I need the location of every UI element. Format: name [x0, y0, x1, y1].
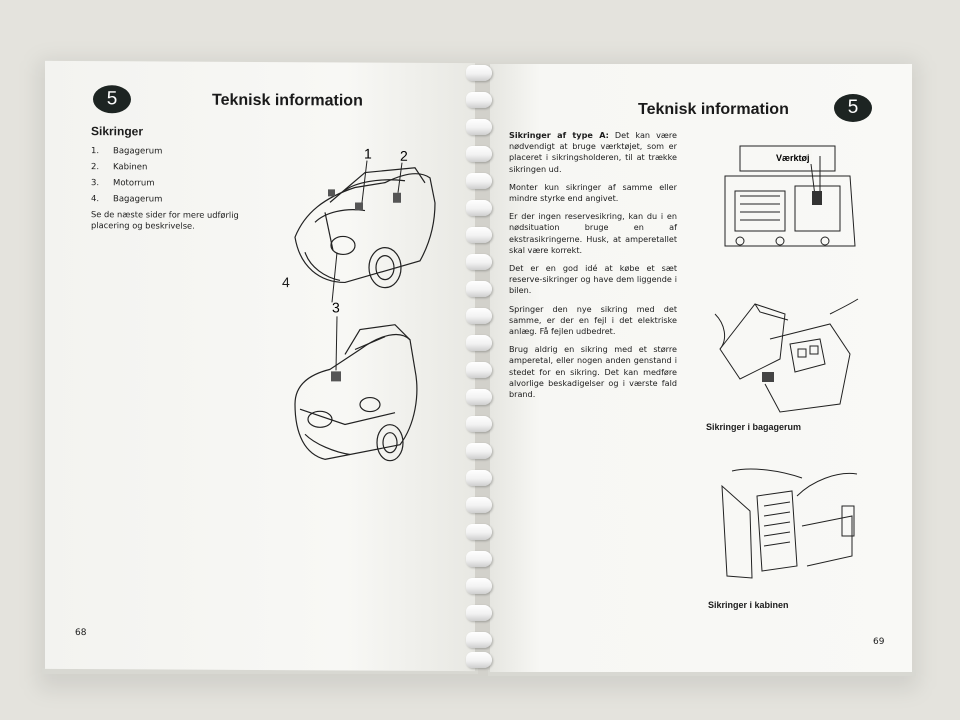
luggage-fuse-box-illustration — [714, 298, 859, 413]
binding-ring — [466, 335, 492, 351]
binding-ring — [466, 605, 492, 621]
paragraph: Springer den nye sikring med det samme, … — [509, 303, 677, 337]
binding-ring — [466, 119, 492, 135]
section-heading: Sikringer — [91, 124, 144, 139]
list-item: 3.Motorrum — [91, 178, 155, 189]
list-item: 1.Bagagerum — [91, 146, 163, 157]
binding-ring — [466, 470, 492, 486]
callout-4: 4 — [282, 274, 290, 291]
fuse-instructions: Sikringer af type A: Det kan være nødven… — [509, 130, 677, 407]
engine-fuse-box-illustration: Værktøj — [724, 145, 856, 247]
caption-cabin: Sikringer i kabinen — [708, 600, 789, 610]
paragraph: Brug aldrig en sikring med et større amp… — [509, 344, 677, 400]
binding-ring — [466, 281, 492, 297]
binding-ring — [466, 227, 492, 243]
binding-ring — [466, 200, 492, 216]
chapter-badge: 5 — [834, 94, 872, 122]
binding-ring — [466, 308, 492, 324]
paragraph: Det er en god idé at købe et sæt reserve… — [509, 263, 677, 296]
binding-ring — [466, 173, 492, 189]
spiral-binding — [462, 55, 502, 675]
chapter-badge: 5 — [93, 85, 131, 114]
binding-ring — [466, 65, 492, 81]
car-rear-illustration: 3 — [294, 299, 418, 462]
cabin-fuse-panel-illustration — [721, 468, 858, 579]
fuse-location-list: 1.Bagagerum 2.Kabinen 3.Motorrum 4.Bagag… — [91, 143, 162, 207]
list-item: 4.Bagagerum — [91, 194, 163, 205]
binding-ring — [466, 578, 492, 594]
binding-ring — [466, 92, 492, 108]
binding-ring — [466, 497, 492, 513]
left-page-stack-edge — [42, 668, 478, 674]
binding-ring — [466, 389, 492, 405]
binding-ring — [466, 524, 492, 540]
binding-ring — [466, 146, 492, 162]
car-front-illustration: 1 2 — [294, 146, 436, 303]
page-title: Teknisk information — [212, 91, 363, 110]
binding-ring — [466, 632, 492, 648]
paragraph: Er der ingen reservesikring, kan du i en… — [509, 211, 677, 255]
right-page: Teknisk information 5 Sikringer af type … — [490, 64, 912, 672]
page-title: Teknisk information — [638, 101, 789, 118]
binding-ring — [466, 652, 492, 668]
callout-3: 3 — [332, 299, 340, 315]
paragraph: Monter kun sikringer af samme eller mind… — [509, 181, 677, 204]
callout-1: 1 — [364, 146, 372, 162]
tool-label: Værktøj — [776, 153, 810, 163]
binding-ring — [466, 443, 492, 459]
binding-ring — [466, 416, 492, 432]
paragraph-type-a: Sikringer af type A: Det kan være nødven… — [509, 130, 677, 174]
right-page-stack-edge — [488, 670, 916, 676]
callout-2: 2 — [400, 148, 408, 164]
page-number: 69 — [873, 637, 885, 647]
binding-ring — [466, 362, 492, 378]
binding-ring — [466, 254, 492, 270]
reference-note: Se de næste sider for mere udførlig plac… — [91, 209, 239, 231]
list-item: 2.Kabinen — [91, 162, 148, 173]
caption-luggage: Sikringer i bagagerum — [706, 422, 802, 432]
binding-ring — [466, 551, 492, 567]
page-number: 68 — [75, 628, 87, 639]
left-page: 5 Teknisk information Sikringer 1.Bagage… — [45, 60, 475, 672]
